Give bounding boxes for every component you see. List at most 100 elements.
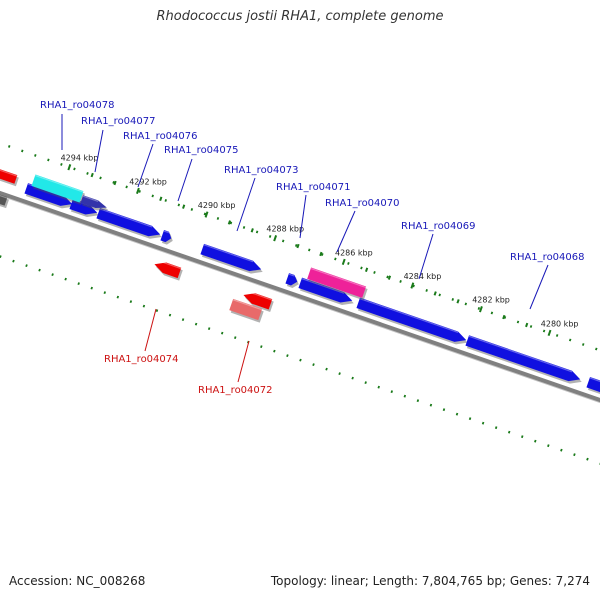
tick-mark [479, 306, 483, 313]
gene-label: RHA1_ro04070 [325, 198, 400, 209]
forward-gene [96, 207, 162, 239]
forward-gene [298, 277, 354, 306]
reverse-gene [154, 259, 183, 281]
gene-body [243, 293, 273, 310]
gene-label: RHA1_ro04078 [40, 100, 115, 111]
forward-gene [356, 297, 468, 345]
genome-summary-text: Topology: linear; Length: 7,804,765 bp; … [270, 574, 590, 588]
tick-mark [364, 267, 369, 272]
gene-leader-line [236, 177, 256, 232]
gene-label: RHA1_ro04075 [164, 145, 239, 156]
forward-gene [465, 335, 582, 384]
reverse-gene [243, 290, 274, 312]
tick-label: 4290 kbp [198, 201, 236, 210]
tick-label: 4288 kbp [266, 225, 304, 234]
gene-body [24, 183, 73, 206]
gene-body [160, 230, 172, 243]
tick-mark [250, 228, 254, 233]
gene-highlight [203, 244, 254, 263]
gene-body [586, 376, 600, 393]
gene-leader-line [237, 340, 250, 383]
gene-leader-line [336, 210, 356, 253]
gene-body [285, 273, 298, 286]
tick-mark [387, 275, 392, 280]
gene-leader-line [418, 233, 434, 280]
gene-leader-line [529, 264, 549, 310]
gene-body [69, 198, 98, 215]
gene-label: RHA1_ro04069 [401, 221, 476, 232]
gene-highlight [301, 278, 345, 294]
tick-mark [273, 235, 278, 242]
gene-label: RHA1_ro04072 [198, 385, 273, 396]
tick-mark [296, 243, 300, 249]
gene-highlight [232, 299, 263, 311]
gene-labels: RHA1_ro04078RHA1_ro04077RHA1_ro04076RHA1… [40, 100, 585, 396]
gene-label: RHA1_ro04076 [123, 131, 198, 142]
gene-body [154, 262, 182, 279]
gene-highlight [468, 335, 573, 373]
gene-highlight [35, 174, 84, 193]
tick-mark [547, 329, 552, 337]
gene-highlight [163, 230, 170, 234]
tick-mark [204, 211, 209, 218]
gene-body [229, 298, 263, 321]
gene-label: RHA1_ro04068 [510, 252, 585, 263]
tick-mark [227, 220, 231, 225]
tick-label: 4294 kbp [61, 154, 99, 163]
tick-mark [136, 187, 140, 195]
tick-mark [341, 258, 346, 266]
genome-title: Rhodococcus jostii RHA1, complete genome [156, 9, 444, 24]
gene-highlight [156, 259, 182, 270]
gene-leader-line [94, 129, 104, 173]
gene-highlight [0, 169, 18, 177]
gene-leader-line [144, 308, 157, 352]
partial-reverse-gene [0, 169, 19, 187]
tick-mark [113, 180, 117, 186]
gene-body [298, 277, 353, 303]
tick-label: 4280 kbp [541, 319, 579, 328]
gene-highlight [359, 298, 459, 334]
gene-body [96, 207, 161, 237]
forward-gene [586, 376, 600, 395]
tick-mark [502, 314, 506, 320]
tick-label: 4282 kbp [472, 296, 510, 305]
backbone-shadow [0, 192, 600, 404]
gene-highlight [245, 290, 273, 301]
gene-body [356, 297, 467, 342]
small-forward-gene [80, 195, 109, 211]
gene-label: RHA1_ro04074 [104, 354, 179, 365]
gene-body [80, 195, 107, 208]
tick-label: 4292 kbp [129, 177, 167, 186]
gene-highlight [0, 194, 8, 199]
gene-highlight [288, 273, 295, 277]
tick-mark [433, 291, 437, 296]
gene-leader-line [137, 143, 154, 188]
cyan-gene [31, 174, 85, 205]
forward-gene [160, 230, 173, 245]
tick-mark [90, 172, 94, 178]
tick-mark [319, 251, 323, 257]
gene-highlight [82, 195, 99, 202]
gene-body [465, 335, 581, 382]
tick-mark [159, 196, 163, 201]
gene-highlight [310, 267, 367, 289]
gene-label: RHA1_ro04077 [81, 116, 156, 127]
tick-mark [525, 322, 529, 328]
gene-body [200, 243, 262, 272]
tick-mark [410, 282, 415, 289]
gene-body [31, 174, 84, 203]
tick-mark [67, 164, 72, 171]
accession-text: Accession: NC_008268 [9, 574, 146, 588]
gene-body [0, 169, 18, 184]
backbone-line [0, 190, 600, 403]
gene-label: RHA1_ro04073 [224, 165, 299, 176]
gene-features [0, 169, 600, 395]
gene-leader-line [177, 158, 193, 202]
gene-highlight [589, 377, 600, 383]
gene-body [307, 267, 367, 298]
gene-label: RHA1_ro04071 [276, 182, 351, 193]
gene-leader-line [299, 194, 307, 239]
